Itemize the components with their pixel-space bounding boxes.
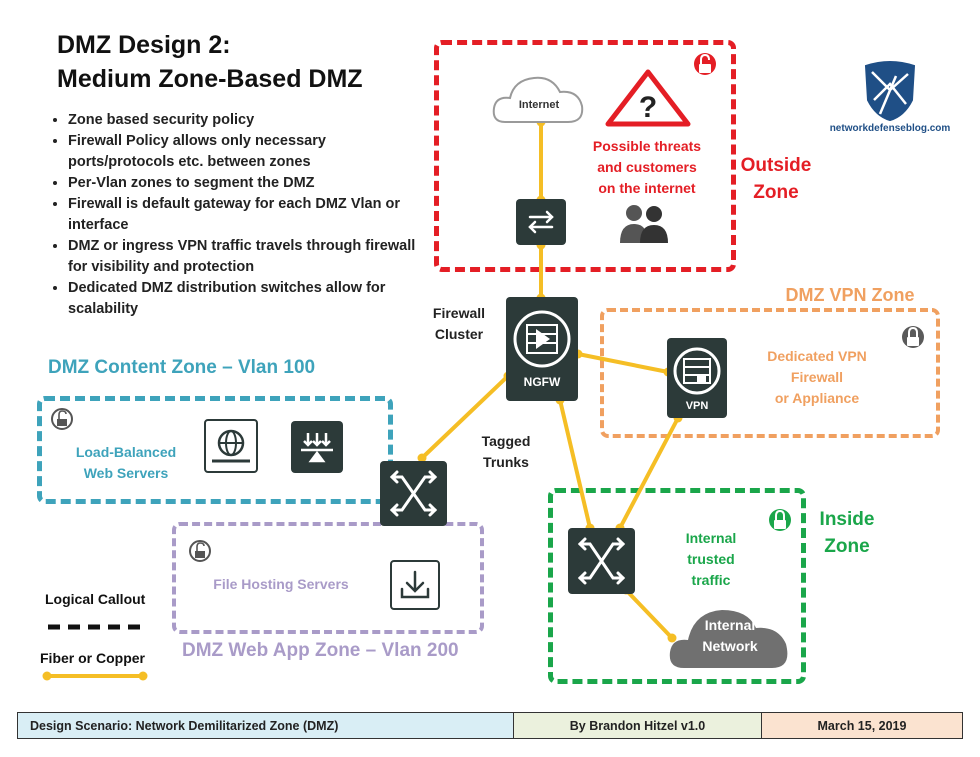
vpn-desc-3: or Appliance — [774, 390, 860, 406]
link-switch-internal-network — [624, 588, 674, 640]
bullet-item: Dedicated DMZ distribution switches allo… — [68, 278, 418, 320]
firewall-label-1: Firewall — [432, 305, 486, 321]
bullet-item: Zone based security policy — [68, 110, 418, 131]
inside-desc-3: traffic — [691, 572, 731, 588]
inside-switch-icon — [568, 528, 635, 594]
inside-zone-label: Inside Zone — [810, 506, 884, 560]
file-download-icon — [390, 560, 440, 610]
threats-text: Possible threats and customers on the in… — [582, 136, 712, 199]
vpn-desc-1: Dedicated VPN — [767, 348, 867, 364]
file-hosting-label: File Hosting Servers — [213, 576, 349, 592]
tagged-trunks-label: Tagged Trunks — [470, 431, 542, 473]
link-firewall-dmz-switch — [420, 374, 510, 460]
firewall-label-2: Cluster — [434, 326, 484, 342]
page-title: DMZ Design 2: Medium Zone-Based DMZ — [57, 28, 363, 96]
outside-zone-label: Outside Zone — [736, 152, 816, 206]
ngfw-firewall-icon — [506, 297, 578, 401]
vpn-zone-description: Dedicated VPN Firewall or Appliance — [744, 346, 890, 409]
link-vpn-inside-switch — [618, 416, 680, 530]
internal-network-line-2: Network — [702, 638, 758, 654]
footer-bar: Design Scenario: Network Demilitarized Z… — [17, 712, 963, 739]
trunks-line-1: Tagged — [481, 433, 531, 449]
web-server-icon — [204, 419, 258, 473]
feature-bullet-list: Zone based security policy Firewall Poli… — [44, 110, 418, 320]
legend-logical-callout: Logical Callout — [45, 591, 146, 607]
trunks-line-2: Trunks — [483, 454, 529, 470]
dmz-distribution-switch-icon — [380, 461, 447, 526]
outside-zone-label-1: Outside — [740, 155, 812, 176]
threats-line-3: on the internet — [598, 180, 696, 196]
title-line-1: DMZ Design 2: — [57, 31, 231, 59]
bullet-item: Firewall is default gateway for each DMZ… — [68, 194, 418, 236]
threats-line-2: and customers — [597, 159, 697, 175]
footer-date: March 15, 2019 — [762, 713, 962, 738]
vpn-device-label: VPN — [685, 400, 709, 412]
threats-line-1: Possible threats — [592, 138, 702, 154]
vpn-zone-label: DMZ VPN Zone — [785, 285, 915, 305]
footer-author: By Brandon Hitzel v1.0 — [514, 713, 762, 738]
link-firewall-vpn — [576, 352, 670, 374]
inside-zone-label-1: Inside — [819, 509, 875, 530]
svg-text:?: ? — [639, 91, 657, 124]
vpn-zone-box — [600, 308, 940, 438]
outside-zone-label-2: Zone — [753, 182, 799, 203]
bullet-item: DMZ or ingress VPN traffic travels throu… — [68, 236, 418, 278]
title-line-2: Medium Zone-Based DMZ — [57, 65, 363, 93]
content-desc-1: Load-Balanced — [75, 444, 177, 460]
webapp-zone-box — [172, 522, 484, 634]
bullet-item: Per-Vlan zones to segment the DMZ — [68, 173, 418, 194]
ngfw-label: NGFW — [523, 375, 561, 389]
load-balancer-icon — [291, 421, 343, 473]
outside-zone-box — [434, 40, 736, 272]
edge-router-icon — [516, 199, 566, 245]
inside-desc-2: trusted — [687, 551, 735, 567]
internet-label: Internet — [518, 99, 560, 111]
vpn-appliance-icon — [667, 338, 727, 418]
legend-fiber-copper: Fiber or Copper — [40, 650, 146, 666]
content-zone-label: DMZ Content Zone – Vlan 100 — [48, 357, 316, 378]
content-desc-2: Web Servers — [83, 465, 169, 481]
inside-desc-1: Internal — [685, 530, 737, 546]
internal-network-line-1: Internal — [704, 617, 756, 633]
webapp-zone-label: DMZ Web App Zone – Vlan 200 — [182, 640, 459, 661]
bullet-item: Firewall Policy allows only necessary po… — [68, 131, 418, 173]
internal-network-label: Internal Network — [690, 615, 770, 657]
inside-zone-box — [548, 488, 806, 684]
firewall-cluster-label: Firewall Cluster — [422, 303, 496, 345]
content-zone-description: Load-Balanced Web Servers — [64, 442, 188, 484]
footer-scenario: Design Scenario: Network Demilitarized Z… — [18, 713, 514, 738]
logo-text: networkdefenseblog.com — [829, 123, 951, 134]
vpn-desc-2: Firewall — [790, 369, 844, 385]
internal-traffic-description: Internal trusted traffic — [672, 528, 750, 591]
link-firewall-inside-switch — [558, 398, 592, 530]
inside-zone-label-2: Zone — [824, 536, 870, 557]
content-zone-box — [37, 396, 393, 504]
